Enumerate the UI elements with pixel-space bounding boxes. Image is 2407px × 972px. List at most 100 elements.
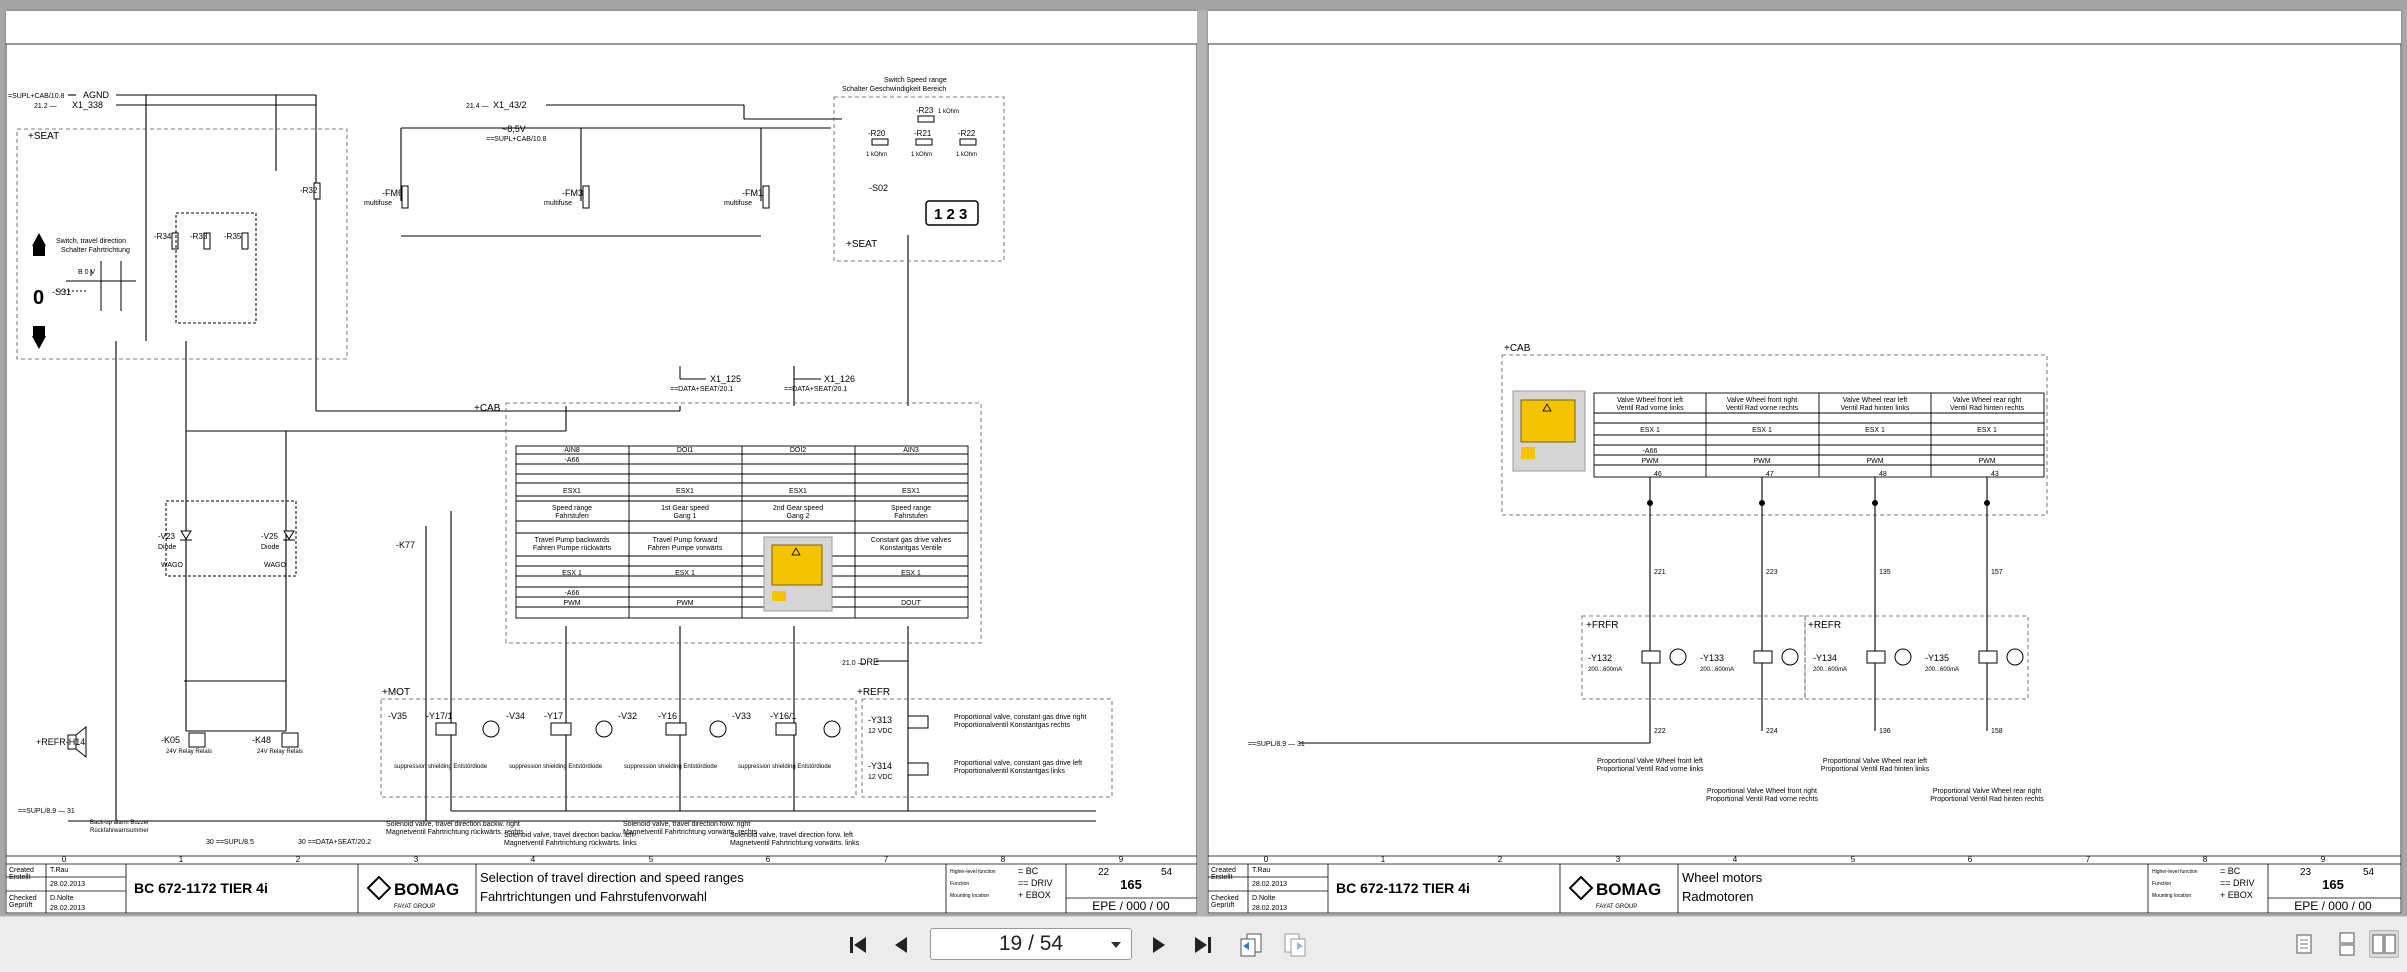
v35-tag: -V35 [388, 711, 407, 721]
checked-date: 28.02.2013 [50, 905, 85, 912]
r-created-date: 28.02.2013 [1252, 881, 1287, 888]
code-label-2: Mounting location [950, 893, 989, 899]
r-created-by: T.Rau [1252, 867, 1270, 874]
svg-text:FAYAT GROUP: FAYAT GROUP [1596, 904, 1637, 910]
y313-de: Proportionalventil Konstantgas rechts [954, 722, 1070, 729]
y16-tag: -Y16 [658, 711, 677, 721]
valve-name-en-2: Valve Wheel front right [1727, 397, 1797, 404]
ctrl2-type-4: ESX 1 [901, 570, 921, 577]
rcol-9: 9 [2321, 855, 2326, 864]
x1-pin-3b: 136 [1879, 728, 1891, 735]
n8-5v-label: ~8,5V [502, 124, 526, 134]
r-sheet-no: 165 [2322, 877, 2344, 892]
r32-tag: -R32 [300, 186, 318, 195]
svg-text:B 0 V: B 0 V [78, 269, 95, 276]
y134-desc-en: Proportional Valve Wheel rear left [1823, 758, 1927, 765]
col-4: 4 [531, 855, 536, 864]
first-page-button[interactable] [845, 933, 871, 957]
k05-type: 24V Relay Relais [166, 749, 212, 755]
r-bomag-logo: BOMAG FAYAT GROUP [1568, 875, 1661, 910]
continuous-view-button[interactable] [2332, 930, 2362, 958]
title-block [6, 864, 1197, 913]
cab-ecu-table [515, 445, 969, 619]
forward-view-button[interactable] [1280, 933, 1310, 957]
ctrl2-name-de-4: Konstantgas Ventile [880, 545, 942, 552]
sol-fwd-de-2: Magnetventil Fahrtrichtung vorwärts. lin… [730, 840, 860, 847]
k48-type: 24V Relay Relais [257, 749, 303, 755]
r-epe-code: EPE / 000 / 00 [2294, 899, 2372, 913]
x1-pin-3a: 135 [1879, 569, 1891, 576]
y132-desc-en: Proportional Valve Wheel front left [1597, 758, 1703, 765]
sheet-no: 165 [1120, 877, 1142, 892]
r-code-label-0: Higher-level function [2152, 869, 2198, 875]
r-checked-label-de: Geprüft [1211, 902, 1234, 909]
ctrl-type-4: ESX1 [902, 488, 920, 495]
r-checked-label: Checked [1211, 895, 1239, 902]
r21-value: 1 kOhm [911, 152, 932, 158]
checked-label: Checked [9, 895, 37, 902]
refr-h14-label: +REFR-H14 [36, 737, 85, 747]
previous-page-button[interactable] [890, 933, 912, 957]
v23-tag: -V23 [158, 532, 175, 541]
page-no: 22 [1098, 867, 1110, 878]
fm3-type: multifuse [544, 200, 572, 207]
svg-text:BOMAG: BOMAG [1596, 880, 1661, 899]
sol-back-de: Magnetventil Fahrtrichtung rückwärts. re… [386, 829, 524, 836]
ctrl-name-de-1: Fahrstufen [555, 513, 589, 520]
created-label: Created [9, 867, 34, 874]
viewer-top-strip [0, 0, 2407, 10]
ctrl-type-3: ESX1 [789, 488, 807, 495]
viewer-toolbar: 19 / 54 [0, 916, 2407, 972]
created-by: T.Rau [50, 867, 68, 874]
v32-tag: -V32 [618, 711, 637, 721]
next-page-button[interactable] [1148, 933, 1170, 957]
dre-ref: 21.0 — [842, 660, 865, 667]
rcol-4: 4 [1733, 855, 1738, 864]
page-gap [1197, 10, 1208, 916]
s31-de: Schalter Fahrtrichtung [61, 247, 130, 254]
r-checked-by: D.Nolte [1252, 895, 1275, 902]
valve-name-de-1: Ventil Rad vorne links [1616, 405, 1684, 412]
triangle-right-icon [1153, 937, 1165, 953]
r-code-1: == DRIV [2220, 878, 2255, 888]
ctrl-pin-1: AIN8 [564, 447, 580, 454]
page-selector[interactable]: 19 / 54 [930, 928, 1132, 960]
back-view-button[interactable] [1236, 933, 1266, 957]
ctrl-a66-1: -A66 [565, 457, 580, 464]
s02-tag: -S02 [869, 183, 888, 193]
valve-name-en-1: Valve Wheel front left [1617, 397, 1683, 404]
ecu-module-image [763, 536, 833, 612]
speed-steps: 1 2 3 [934, 206, 967, 223]
facing-pages-view-button[interactable] [2369, 930, 2399, 958]
k77-tag: -K77 [396, 540, 415, 550]
ctrl-name-de-4: Fahrstufen [894, 513, 928, 520]
r22-value: 1 kOhm [956, 152, 977, 158]
x1-126-ref: ==DATA+SEAT/20.1 [784, 386, 847, 393]
v25-tag: -V25 [261, 532, 278, 541]
switch-speed-en: Switch Speed range [884, 77, 947, 84]
last-page-button[interactable] [1190, 933, 1216, 957]
r20-tag: -R20 [868, 129, 886, 138]
created-date: 28.02.2013 [50, 881, 85, 888]
y16-1-tag: -Y16/1 [770, 711, 797, 721]
agnd-label: AGND [83, 90, 110, 100]
svg-text:0: 0 [33, 287, 44, 309]
x0-pin-3: 48 [1879, 471, 1887, 478]
valve-type-1: ESX 1 [1640, 427, 1660, 434]
checked-by: D.Nolte [50, 895, 73, 902]
valve-a66: -A66 [1643, 448, 1658, 455]
r-page-title-de: Radmotoren [1682, 889, 1754, 904]
code-0: = BC [1018, 866, 1039, 876]
col-8: 8 [1001, 855, 1006, 864]
fm6-tag: -FM6 [382, 188, 403, 198]
buzzer-de: Rückfahrwarnsummer [90, 828, 149, 834]
valve-type-3: ESX 1 [1865, 427, 1885, 434]
single-page-view-button[interactable] [2289, 930, 2319, 958]
ctrl2-name-en-1: Travel Pump backwards [535, 537, 610, 544]
v23-type: Diode [158, 544, 176, 551]
sol-fwd-en-2: Solenoid valve, travel direction forw. l… [730, 832, 853, 839]
r-created-label-de: Erstellt [1211, 874, 1232, 881]
fm6-type: multifuse [364, 200, 392, 207]
r-code-2: + EBOX [2220, 890, 2253, 900]
y132-desc-de: Proportional Ventil Rad vorne links [1596, 766, 1704, 773]
